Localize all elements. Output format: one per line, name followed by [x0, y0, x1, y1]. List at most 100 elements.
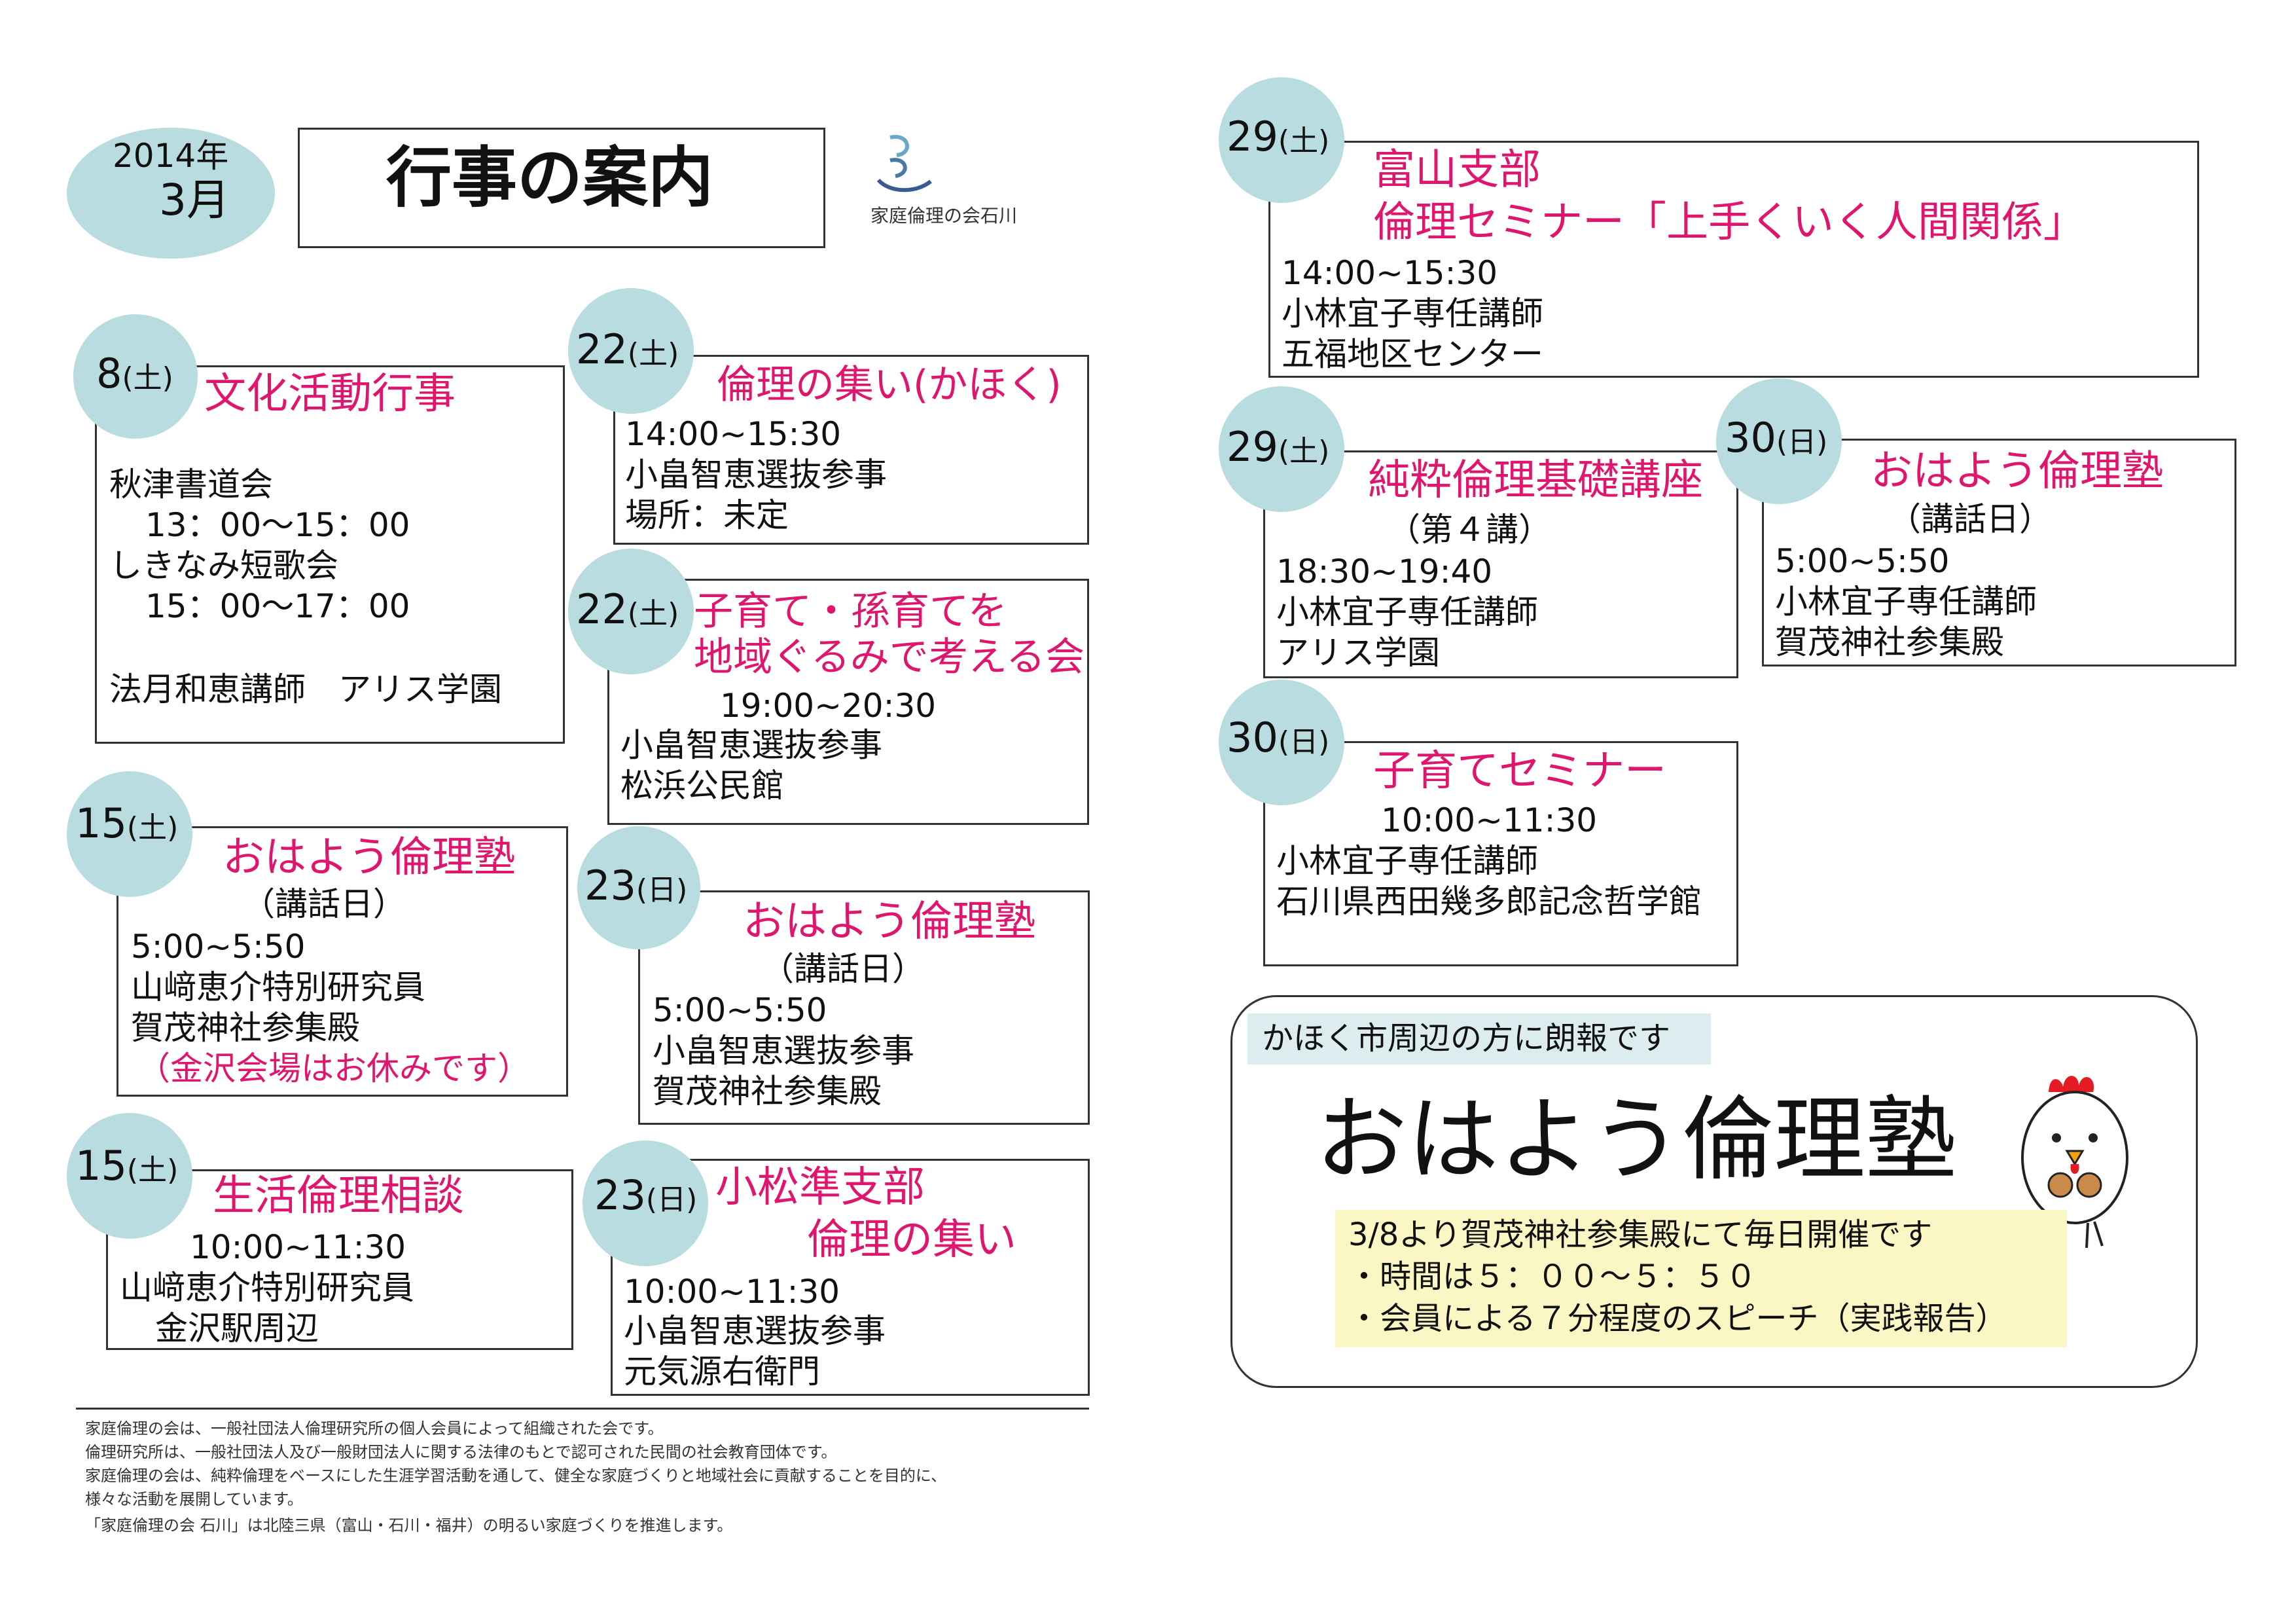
event-line: 賀茂神社参集殿 — [131, 1009, 360, 1047]
event-line: しきなみ短歌会 — [109, 547, 338, 585]
date-badge — [568, 288, 694, 414]
event-line: 秋津書道会 — [109, 465, 273, 503]
event-line: 場所：未定 — [625, 496, 789, 534]
date-badge — [568, 549, 694, 674]
date-badge — [1219, 680, 1344, 805]
event-line: 小畠智恵選抜参事 — [620, 726, 882, 764]
date-label: 8(土) — [96, 350, 173, 397]
footer-divider — [76, 1408, 1089, 1410]
event-card-mar8 — [95, 365, 565, 744]
date-badge — [577, 826, 700, 949]
event-line: 10:00~11:30 — [1381, 801, 1598, 839]
logo-icon — [870, 128, 942, 200]
event-line: 5:00~5:50 — [131, 928, 306, 966]
event-title-line1: 子育て・孫育てを — [694, 589, 1007, 634]
event-title: 純粋倫理基礎講座 — [1368, 456, 1703, 505]
event-line: 14:00~15:30 — [1282, 254, 1498, 292]
event-line: 小畠智恵選抜参事 — [624, 1312, 886, 1350]
event-title: 倫理の集い(かほく) — [717, 362, 1062, 408]
event-line: 金沢駅周辺 — [155, 1309, 319, 1347]
event-card-mar22-kahoku — [613, 355, 1089, 545]
event-subtitle: （第４講） — [1388, 511, 1551, 549]
footer-line: 様々な活動を展開しています。 — [85, 1490, 303, 1508]
date-label: 30(日) — [1725, 414, 1828, 462]
date-label: 22(土) — [576, 585, 679, 633]
event-line: 五福地区センター — [1282, 335, 1543, 373]
event-line: 19:00~20:30 — [720, 687, 937, 725]
rooster-icon — [2009, 1066, 2140, 1262]
date-label: 30(日) — [1227, 714, 1330, 761]
year-label: 2014年 — [113, 137, 229, 175]
promo-line: 3/8より賀茂神社参集殿にて毎日開催です — [1348, 1216, 1933, 1253]
date-label: 29(土) — [1227, 113, 1330, 160]
footer-line: 倫理研究所は、一般社団法人及び一般財団法人に関する法律のもとで認可された民間の社… — [85, 1443, 837, 1461]
event-title-line2: 倫理の集い — [807, 1216, 1016, 1264]
event-card-mar29-course — [1263, 450, 1738, 678]
footer-line: 「家庭倫理の会 石川」は北陸三県（富山・石川・福井）の明るい家庭づくりを推進しま… — [85, 1516, 733, 1535]
event-title-line2: 倫理セミナー「上手くいく人間関係」 — [1373, 198, 2085, 247]
event-line: 18:30~19:40 — [1276, 553, 1493, 591]
event-line: 山﨑恵介特別研究員 — [131, 968, 425, 1006]
event-line: 小畠智恵選抜参事 — [653, 1032, 914, 1070]
event-title: おはよう倫理塾 — [1871, 447, 2164, 496]
date-label: 15(土) — [75, 1142, 179, 1190]
promo-title: おはよう倫理塾 — [1316, 1087, 1958, 1194]
date-label: 23(日) — [594, 1171, 698, 1219]
event-line: 15：00～17：00 — [145, 587, 410, 625]
date-badge — [1219, 77, 1344, 203]
event-title-line1: 小松準支部 — [715, 1163, 925, 1212]
event-subtitle: （講話日） — [242, 885, 406, 923]
date-badge — [67, 1113, 192, 1239]
promo-line: ・会員による７分程度のスピーチ（実践報告） — [1348, 1300, 2007, 1337]
event-line: 山﨑恵介特別研究員 — [120, 1269, 414, 1307]
event-card-mar15-morning — [117, 826, 568, 1097]
event-title: おはよう倫理塾 — [223, 833, 516, 882]
event-card-mar29-toyama — [1268, 141, 2199, 378]
event-line: 小林宜子専任講師 — [1282, 295, 1543, 333]
event-line: 賀茂神社参集殿 — [1775, 623, 2004, 661]
event-line: 13：00～15：00 — [145, 506, 410, 544]
event-title-line1: 富山支部 — [1373, 146, 1541, 194]
promo-tag-text: かほく市周辺の方に朗報です — [1262, 1020, 1671, 1057]
event-line: 元気源右衛門 — [624, 1353, 820, 1391]
event-title-line2: 地域ぐるみで考える会 — [694, 634, 1085, 680]
event-line: 10:00~11:30 — [624, 1273, 840, 1311]
date-label: 29(土) — [1227, 423, 1330, 471]
event-title: 子育てセミナー — [1373, 747, 1666, 795]
event-card-mar23-morning — [638, 890, 1090, 1125]
event-subtitle: （講話日） — [761, 950, 925, 988]
page-title-box — [298, 128, 825, 248]
event-line: アリス学園 — [1276, 634, 1440, 672]
event-line: 5:00~5:50 — [1775, 542, 1950, 580]
date-label: 22(土) — [576, 325, 679, 373]
event-subtitle: （講話日） — [1888, 500, 2052, 538]
event-title: 生活倫理相談 — [213, 1172, 464, 1220]
promo-highlight — [1335, 1210, 2067, 1347]
date-badge — [73, 314, 198, 439]
event-line: 14:00~15:30 — [625, 415, 842, 453]
footer-line: 家庭倫理の会は、純粋倫理をベースにした生涯学習活動を通して、健全な家庭づくりと地… — [85, 1467, 947, 1485]
event-line: 賀茂神社参集殿 — [653, 1072, 882, 1110]
event-title: おはよう倫理塾 — [743, 898, 1036, 946]
event-line: 法月和恵講師 アリス学園 — [109, 670, 502, 708]
event-card-mar15-consult — [106, 1169, 573, 1350]
date-badge — [583, 1140, 708, 1266]
month-label: 3月 — [159, 175, 230, 225]
promo-tag — [1247, 1013, 1711, 1065]
event-line: 小林宜子専任講師 — [1276, 842, 1538, 880]
date-badge — [1219, 386, 1344, 512]
event-line: 松浜公民館 — [620, 767, 784, 805]
footer-line: 家庭倫理の会は、一般社団法人倫理研究所の個人会員によって組織された会です。 — [85, 1419, 664, 1438]
month-badge — [67, 128, 275, 259]
event-line: 小畠智恵選抜参事 — [625, 456, 887, 494]
event-line: 石川県西田幾多郎記念哲学館 — [1276, 883, 1702, 921]
event-title: 文化活動行事 — [204, 370, 456, 418]
promo-line: ・時間は５：００～５：５０ — [1348, 1258, 1757, 1295]
date-badge — [1716, 378, 1842, 504]
date-badge — [67, 771, 192, 897]
date-label: 23(日) — [584, 862, 688, 909]
event-note: （金沢会場はお休みです） — [137, 1049, 530, 1087]
date-label: 15(土) — [75, 799, 179, 847]
page-title: 行事の案内 — [386, 139, 713, 216]
event-card-mar30-seminar — [1263, 741, 1738, 966]
